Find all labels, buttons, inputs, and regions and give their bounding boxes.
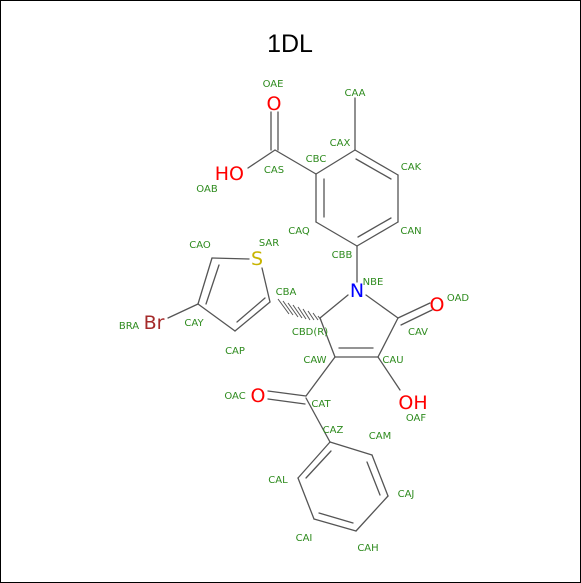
bond-cay-bra: [167, 303, 199, 319]
oxygen-oae: O: [267, 93, 282, 115]
atom-label-cao: CAO: [189, 240, 211, 251]
bond-cay-cap: [197, 303, 236, 332]
atom-label-cap: CAP: [225, 346, 245, 357]
bond-sar-cao: [211, 257, 250, 260]
atom-label-caw: CAW: [303, 355, 326, 366]
bond-cat-oac-double: [267, 398, 306, 405]
bond-cam-caj: [371, 454, 389, 497]
atom-label-cav: CAV: [408, 327, 428, 338]
atom-label-caq: CAQ: [288, 226, 310, 237]
atom-label-cau: CAU: [382, 355, 403, 366]
atom-label-cbb: CBB: [332, 250, 353, 261]
atom-label-cal: CAL: [268, 475, 288, 486]
sulfur-sar: S: [251, 248, 263, 270]
bond-cap-cba: [234, 301, 271, 332]
bond-caj-cah: [355, 495, 389, 532]
atom-label-caj: CAJ: [398, 489, 415, 500]
oxygen-oac: O: [251, 385, 266, 407]
atom-label-oab: OAB: [196, 184, 218, 195]
bond-cbc-cax: [315, 149, 356, 175]
bond-can-cbb-inner: [357, 217, 392, 238]
ligand-title: 1DL: [267, 30, 313, 58]
bond-cah-cai-inner: [318, 512, 354, 524]
bond-cat-caz: [305, 397, 331, 443]
bond-cai-cal: [297, 477, 315, 520]
atom-label-can: CAN: [400, 226, 421, 237]
bond-cbd-nbe: [319, 294, 349, 319]
bond-cax-cak: [354, 149, 399, 176]
bonds: [167, 97, 433, 532]
bond-cal-caz-inner: [305, 450, 332, 479]
atom-label-caa: CAA: [345, 88, 366, 99]
atom-label-cbc: CBC: [306, 154, 327, 165]
bond-caw-cat: [305, 356, 336, 397]
atom-label-cba: CBA: [276, 287, 297, 298]
atom-label-sar: SAR: [259, 238, 279, 249]
bond-caz-cam: [329, 441, 373, 456]
bond-cau-oaf: [377, 356, 401, 391]
atom-label-cax: CAX: [330, 138, 351, 149]
atom-label-cbd: CBD(R): [292, 327, 328, 338]
bond-can-cbb: [356, 221, 399, 247]
atom-label-oad: OAD: [447, 293, 470, 304]
bond-cal-caz: [297, 441, 331, 479]
atom-label-bra: BRA: [119, 321, 139, 332]
hydroxyl-oaf: OH: [398, 392, 427, 414]
atom-label-oae: OAE: [263, 79, 284, 90]
bromine-bra: Br: [144, 312, 165, 334]
atom-labels: OAE CAA CAX CBC CAS CAK OAB CAQ CAN CBB …: [119, 79, 470, 554]
bond-cao-cay-double: [205, 264, 220, 305]
atom-label-oac: OAC: [224, 391, 245, 402]
bond-cap-cba-double: [236, 297, 266, 323]
atom-label-nbe: NBE: [363, 277, 384, 288]
atom-label-cam: CAM: [369, 431, 391, 442]
atom-label-oaf: OAF: [406, 413, 427, 424]
bond-cat-oac: [267, 390, 307, 397]
bond-cav-oad: [397, 302, 431, 319]
oxygen-oad: O: [430, 294, 445, 316]
bond-cav-oad-double: [400, 309, 433, 326]
bond-cbb-caq: [315, 221, 358, 247]
hydroxyl-oab: HO: [215, 163, 244, 185]
bond-caw-cbd: [319, 317, 336, 358]
bond-cax-cak-inner: [355, 158, 392, 180]
bond-cbc-cas: [274, 149, 317, 175]
bond-nbe-cav: [365, 294, 399, 319]
atom-label-caz: CAZ: [323, 425, 344, 436]
atom-label-cak: CAK: [401, 162, 422, 173]
bond-cba-sar: [261, 267, 271, 303]
bond-cam-caj-inner: [366, 461, 381, 496]
atom-label-cai: CAI: [296, 533, 313, 544]
bond-cah-cai: [313, 518, 357, 532]
bond-cav-cau: [377, 317, 399, 358]
atom-label-cah: CAH: [357, 543, 378, 554]
atom-label-cat: CAT: [311, 399, 331, 410]
stereo-hash-wedge: [277, 298, 322, 321]
bond-cas-oab: [247, 149, 276, 169]
element-symbols: O HO N S O Br O OH: [144, 93, 445, 414]
nitrogen-nbe: N: [350, 280, 364, 302]
atom-label-cay: CAY: [184, 318, 204, 329]
atom-label-cas: CAS: [264, 165, 284, 176]
bond-cao-cay: [197, 257, 213, 305]
